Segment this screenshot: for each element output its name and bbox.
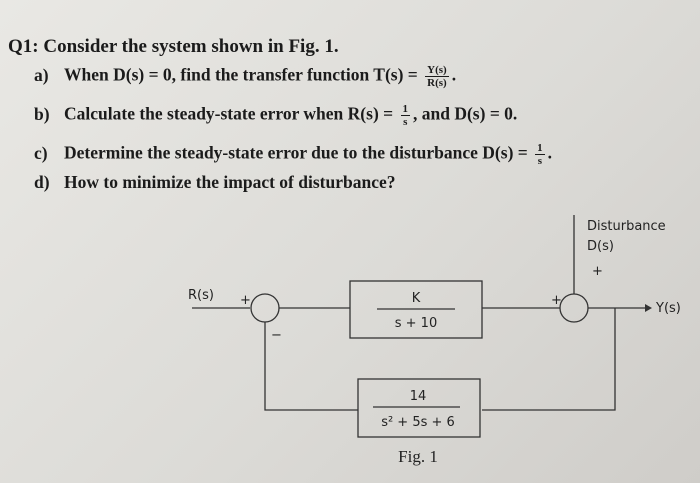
fraction-numerator: 1 (535, 142, 545, 155)
marker-d: d) (34, 172, 50, 192)
figure-caption: Fig. 1 (398, 447, 438, 466)
question-a-end: . (451, 64, 457, 85)
feedback-line-right (482, 308, 616, 411)
question-title: Q1: Consider the system shown in Fig. 1. (8, 36, 339, 57)
marker-b: b) (34, 103, 50, 124)
forward-denominator: s + 10 (395, 316, 437, 331)
disturbance-signal: D(s) (587, 239, 614, 254)
question-c-end: . (547, 142, 552, 163)
feedback-numerator: 14 (410, 389, 427, 404)
disturbance-plus-sign: + (592, 264, 603, 279)
output-arrowhead (645, 304, 652, 312)
feedback-denominator: s² + 5s + 6 (381, 415, 455, 430)
question-a-text: When D(s) = 0, find the transfer functio… (64, 64, 418, 85)
question-b-end: , and D(s) = 0. (413, 103, 518, 124)
question-b-text: Calculate the steady-state error when R(… (64, 103, 394, 124)
marker-a: a) (34, 64, 49, 85)
question-c: c) Determine the steady-state error due t… (34, 142, 552, 167)
fraction-numerator: Y(s) (425, 64, 449, 77)
feedback-line-left (264, 322, 358, 411)
summing-junction-1 (250, 293, 280, 323)
forward-numerator: K (412, 291, 421, 306)
fraction-numerator: 1 (400, 103, 410, 116)
question-d: d) How to minimize the impact of disturba… (34, 172, 396, 193)
question-d-text: How to minimize the impact of disturbanc… (64, 172, 396, 192)
forward-block (349, 280, 483, 339)
junction1-plus-sign: + (240, 293, 251, 308)
summing-junction-2 (559, 293, 589, 323)
input-label: R(s) (188, 288, 214, 303)
question-a: a) When D(s) = 0, find the transfer funct… (34, 64, 456, 89)
question-a-fraction: Y(s)R(s) (425, 64, 449, 89)
fraction-denominator: R(s) (427, 77, 447, 89)
output-label: Y(s) (655, 301, 681, 316)
question-c-text: Determine the steady-state error due to … (64, 142, 528, 163)
feedback-block (357, 378, 481, 438)
junction2-plus-sign: + (551, 293, 562, 308)
question-b: b) Calculate the steady-state error when … (34, 103, 517, 128)
disturbance-label: Disturbance (587, 219, 666, 234)
fraction-denominator: s (537, 155, 543, 167)
marker-c: c) (34, 142, 48, 163)
fraction-denominator: s (403, 116, 408, 128)
junction1-minus-sign: − (271, 328, 282, 343)
